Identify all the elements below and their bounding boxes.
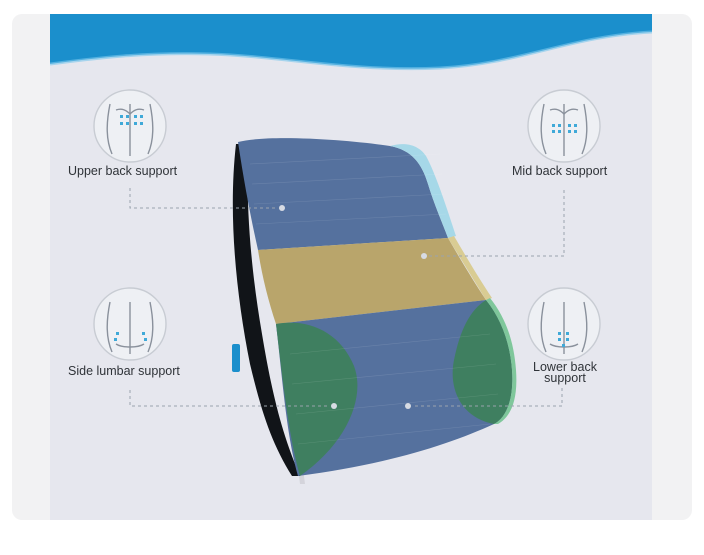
upper-back-leader: [129, 188, 278, 209]
cushion-mid-band: [258, 238, 486, 324]
top-wave: [50, 14, 652, 69]
upper-back-icon: [93, 89, 167, 163]
lower-back-dots: [558, 332, 569, 347]
side-lumbar-dot: [331, 403, 337, 409]
lower-back-leader: [412, 388, 563, 407]
mid-back-label: Mid back support: [512, 164, 608, 178]
cushion-side: [232, 144, 300, 476]
side-lumbar-dots: [114, 332, 147, 341]
cushion-right-wing: [452, 300, 513, 424]
upper-back-dots: [120, 115, 143, 125]
side-lumbar-label: Side lumbar support: [68, 364, 180, 378]
cushion-upper-panel: [238, 138, 448, 250]
side-lumbar-icon: [93, 287, 167, 361]
mid-back-leader: [428, 190, 565, 257]
mid-back-dot: [421, 253, 427, 259]
upper-back-dot: [279, 205, 285, 211]
lower-back-label-line2: support: [544, 371, 586, 385]
mid-back-icon: [527, 89, 601, 163]
upper-back-label: Upper back support: [68, 164, 178, 178]
lower-back-icon: [527, 287, 601, 361]
brand-tag: [232, 344, 240, 372]
product-image: Upper back support Mid back support Side…: [50, 14, 652, 520]
lower-back-label: Lower back support: [530, 361, 600, 385]
product-illustration: [50, 14, 652, 484]
cushion-left-wing: [276, 322, 358, 476]
lower-back-label-line1: Lower back: [533, 360, 597, 374]
mid-back-dots: [552, 124, 577, 133]
lower-back-dot: [405, 403, 411, 409]
